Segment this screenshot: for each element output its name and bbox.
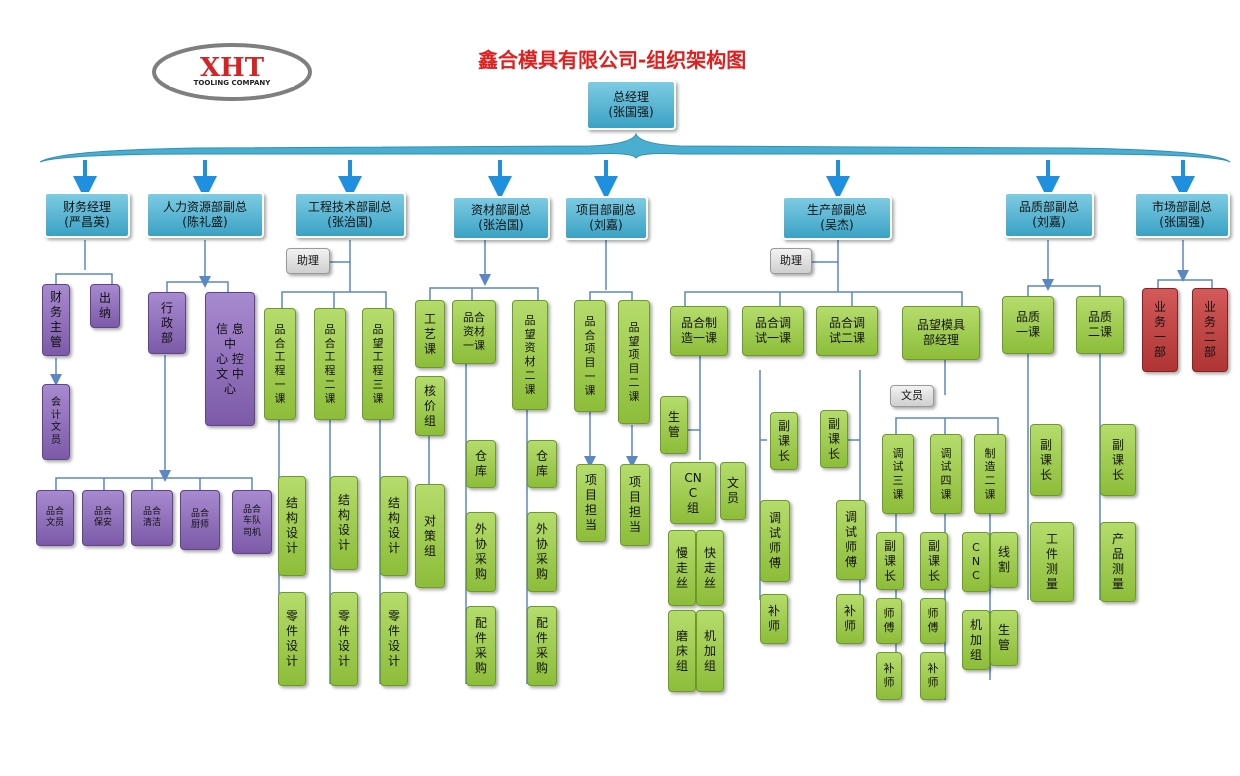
trial1-master-node: 调 试 师 傅 [760,500,790,582]
trial-section-3-node: 调 试 三 课 [882,434,914,514]
eng-assistant-node: 助理 [286,248,330,274]
sales-dept-2-node: 业 务 二 部 [1192,288,1228,372]
parts-purchase-1-node: 配 件 采 购 [466,606,496,686]
xht-logo: XHT TOOLING COMPANY [152,43,312,101]
parts-design-2-node: 零 件 设 计 [330,592,358,686]
general-manager-node: 总经理 (张国强) [586,80,676,130]
trial4-master-node: 师 傅 [920,598,946,644]
trial-section-1-node: 品合调 试一课 [742,306,804,356]
material-section-1-node: 品合 资材 一课 [452,300,496,364]
cashier-node: 出 纳 [90,284,120,328]
hr-driver-node: 品合 车队 司机 [232,490,272,554]
workpiece-measurement-node: 工 件 测 量 [1030,522,1074,602]
project-vp-node: 项目部副总 (刘嘉) [564,196,648,240]
trial4-helper-node: 补 师 [920,652,946,700]
project-section-1-node: 品 合 项 目 一 课 [574,300,606,412]
trial-section-4-node: 调 试 四 课 [930,434,962,514]
manufacturing-section-2-node: 制 造 二 课 [974,434,1006,514]
parts-design-1-node: 零 件 设 计 [278,592,306,686]
svg-text:TOOLING COMPANY: TOOLING COMPANY [194,79,272,87]
machining-group-2-node: 机 加 组 [962,610,990,670]
eng-section-3-node: 品 望 工 程 三 课 [362,308,394,420]
trial3-deputy-chief-node: 副 课 长 [876,532,904,590]
quality-section-2-node: 品质 二课 [1076,296,1124,354]
manufacturing-section-1-node: 品合制 造一课 [670,306,728,356]
machining-group-node: 机 加 组 [696,610,724,692]
project-section-2-node: 品 望 项 目 二 课 [618,300,650,424]
parts-purchase-2-node: 配 件 采 购 [527,606,557,686]
warehouse-1-node: 仓 库 [466,440,496,488]
production-control-node: 生 管 [660,396,688,454]
structural-design-3-node: 结 构 设 计 [380,476,408,576]
pinwang-mold-manager-node: 品望模具 部经理 [902,306,980,360]
market-vp-node: 市场部副总 (张国强) [1134,192,1230,238]
finance-supervisor-node: 财 务 主 管 [42,284,70,356]
cnc-group-node: CN C 组 [670,462,716,524]
hr-cleaning-node: 品合 清洁 [131,490,173,546]
quality2-deputy-chief-node: 副 课 长 [1100,424,1136,496]
grinding-group-node: 磨 床 组 [668,610,696,692]
trial1-helper-node: 补 师 [760,594,788,644]
cnc-2-node: C N C [962,532,990,592]
project-manager-2-node: 项 目 担 当 [620,464,650,546]
slow-wire-node: 慢 走 丝 [668,530,696,606]
hr-vp-node: 人力资源部副总 (陈礼盛) [146,192,264,238]
trial1-deputy-chief-node: 副 课 长 [770,412,798,470]
pinwang-clerk-node: 文员 [890,385,934,407]
trial2-deputy-chief-node: 副 课 长 [820,410,848,468]
manufacturing-clerk-node: 文 员 [720,462,746,520]
wire-cut-node: 线 割 [990,532,1018,588]
material-vp-node: 资材部副总 (张治国) [452,196,550,240]
warehouse-2-node: 仓 库 [527,440,557,488]
trial2-helper-node: 补 师 [836,594,864,644]
eng-section-2-node: 品 合 工 程 二 课 [314,308,346,420]
engineering-vp-node: 工程技术部副总 (张治国) [294,192,406,238]
project-manager-1-node: 项 目 担 当 [576,464,606,542]
quality-vp-node: 品质部副总 (刘嘉) [1004,192,1094,238]
parts-design-3-node: 零 件 设 计 [380,592,408,686]
trial-section-2-node: 品合调 试二课 [816,306,878,356]
structural-design-1-node: 结 构 设 计 [278,476,306,576]
structural-design-2-node: 结 构 设 计 [330,476,358,570]
production-vp-node: 生产部副总 (吴杰) [782,196,892,240]
production-assistant-node: 助理 [770,248,812,274]
product-measurement-node: 产 品 测 量 [1100,522,1136,602]
admin-dept-node: 行 政 部 [148,292,186,354]
fast-wire-node: 快 走 丝 [696,530,724,606]
trial3-helper-node: 补 师 [876,652,902,700]
costing-group-node: 核 价 组 [415,376,445,436]
hr-security-node: 品合 保安 [82,490,124,546]
eng-section-1-node: 品 合 工 程 一 课 [264,308,296,420]
trial2-master-node: 调 试 师 傅 [836,500,866,580]
sales-dept-1-node: 业 务 一 部 [1142,288,1178,372]
outsource-purchase-2-node: 外 协 采 购 [527,512,557,592]
hr-clerk-node: 品合 文员 [36,490,74,546]
strategy-group-node: 对 策 组 [415,484,445,588]
accountant-node: 会 计 文 员 [42,384,70,460]
process-section-node: 工 艺 课 [415,300,445,368]
outsource-purchase-1-node: 外 协 采 购 [466,512,496,592]
trial4-deputy-chief-node: 副 课 长 [920,532,948,590]
quality-section-1-node: 品质 一课 [1002,296,1054,354]
chart-title: 鑫合模具有限公司-组织架构图 [478,48,747,72]
production-control-2-node: 生 管 [990,610,1018,666]
trial3-master-node: 师 傅 [876,598,902,644]
finance-manager-node: 财务经理 (严昌英) [44,192,130,238]
material-section-2-node: 品 望 资 材 二 课 [512,300,548,410]
hr-cook-node: 品合 厨师 [180,490,220,550]
distribution-bar [39,132,1231,163]
quality1-deputy-chief-node: 副 课 长 [1030,424,1062,496]
it-center-node: 信 息 中 心 控 文 中 心 [205,292,255,426]
